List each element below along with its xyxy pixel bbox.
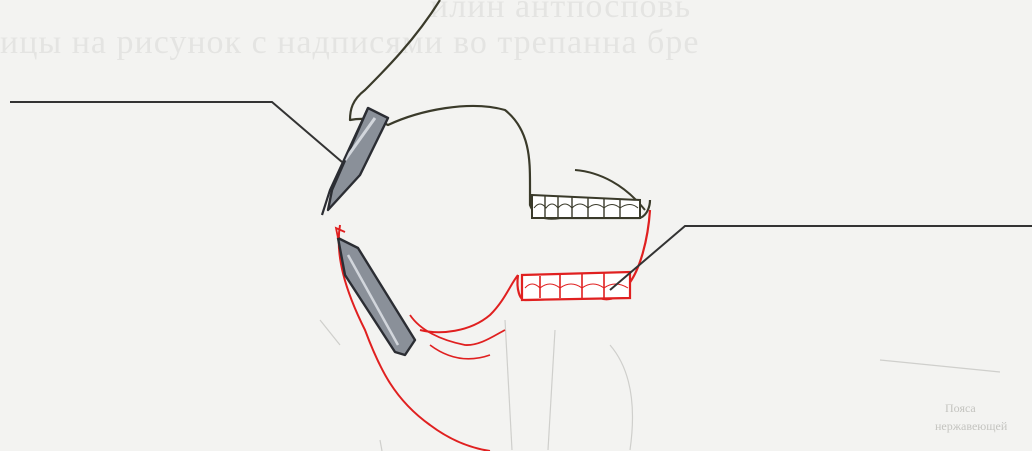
- upper-blade: [322, 108, 388, 215]
- faint-label-1: Пояса: [945, 401, 976, 415]
- upper-jaw-outline: [350, 0, 650, 219]
- faint-background-marks: [320, 320, 1000, 451]
- lower-pointer-line: [610, 226, 1032, 290]
- upper-teeth: [532, 195, 640, 218]
- faint-label-2: нержавеющей: [935, 419, 1008, 433]
- upper-pointer-line: [10, 102, 342, 162]
